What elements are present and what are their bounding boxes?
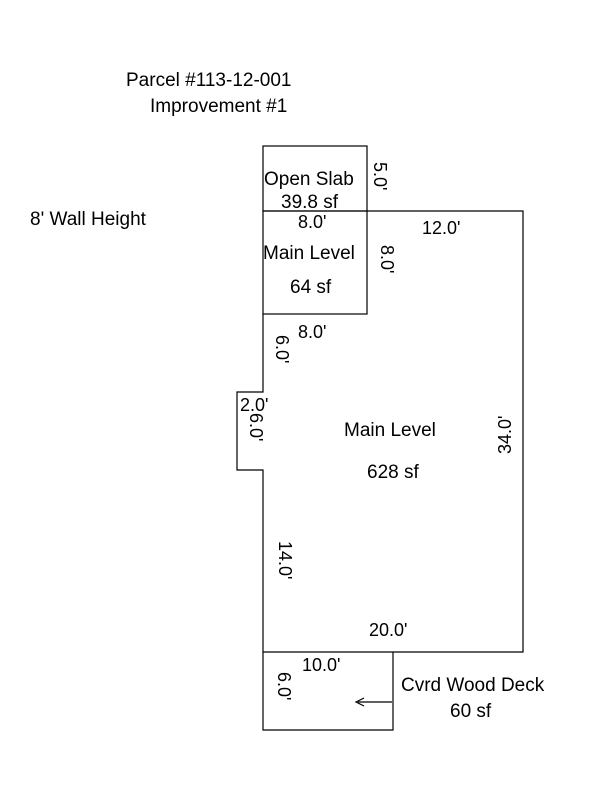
main-level-jog-width-dim: 2.0' (240, 395, 268, 415)
deck-top-dim: 10.0' (302, 655, 340, 675)
main-level-jog-height-dim: 6.0' (246, 413, 266, 441)
deck-left-dim: 6.0' (274, 672, 294, 700)
main-level-top-dim: 12.0' (422, 218, 460, 238)
main-level-area: 628 sf (367, 462, 419, 483)
main-upper-area: 64 sf (290, 277, 332, 298)
main-level-bottom-dim: 20.0' (369, 620, 407, 640)
main-level-right-dim: 34.0' (495, 416, 515, 454)
deck-outline (262, 652, 394, 731)
deck-area: 60 sf (450, 701, 492, 722)
main-upper-top-dim: 8.0' (298, 212, 326, 232)
main-level-outline (236, 210, 524, 653)
deck-name: Cvrd Wood Deck (401, 675, 545, 696)
open-slab-name: Open Slab (264, 169, 354, 190)
main-level-left-upper-dim: 6.0' (272, 335, 292, 363)
main-upper-bottom-dim: 8.0' (298, 322, 326, 342)
improvement-title: Improvement #1 (150, 96, 287, 117)
main-level-name: Main Level (344, 420, 436, 441)
main-upper-outline (262, 210, 368, 315)
main-level-left-lower-dim: 14.0' (275, 541, 295, 579)
main-upper-name: Main Level (263, 243, 355, 264)
parcel-title: Parcel #113-12-001 (126, 70, 291, 91)
main-upper-right-dim: 8.0' (377, 245, 397, 273)
open-slab-area: 39.8 sf (281, 192, 339, 213)
open-slab-depth-dim: 5.0' (370, 162, 390, 190)
wall-height-label: 8' Wall Height (30, 209, 147, 230)
deck-pointer-arrowhead (354, 697, 365, 707)
